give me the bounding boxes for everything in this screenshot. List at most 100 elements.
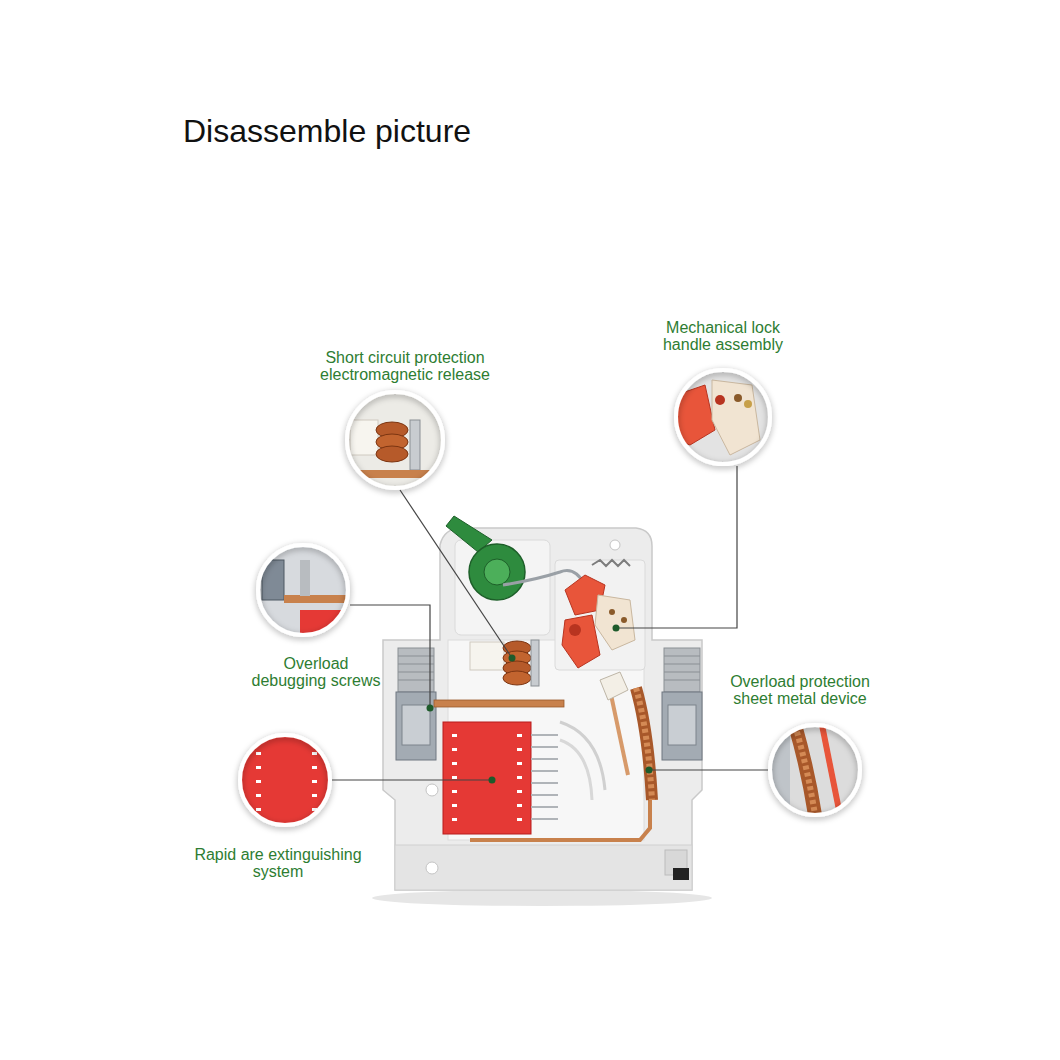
right-terminal-part bbox=[662, 692, 702, 760]
left-terminal-part bbox=[402, 705, 430, 745]
leader-line-part bbox=[350, 605, 430, 708]
operating-handle bbox=[446, 516, 585, 600]
leader-line-part bbox=[650, 769, 768, 770]
breaker-housing-part bbox=[383, 528, 702, 890]
arc-chute-part-part bbox=[531, 734, 558, 736]
callout-label: Mechanical lock handle assembly bbox=[648, 319, 798, 353]
magnetic-coil-part bbox=[531, 640, 539, 686]
leader-dot-part bbox=[613, 625, 620, 632]
callout-label: Short circuit protection electromagnetic… bbox=[310, 349, 500, 383]
leader-line-part bbox=[332, 779, 492, 780]
lock-mechanism bbox=[562, 560, 635, 700]
arc-chute-part-part bbox=[531, 794, 558, 796]
leader-dot bbox=[427, 625, 653, 784]
arc-chute-part-part bbox=[531, 770, 558, 772]
callout-magnifier-part-part bbox=[376, 446, 408, 462]
callout-magnifier-part-part bbox=[712, 380, 760, 455]
callout-magnifier-part-part-part bbox=[256, 766, 261, 769]
copper-conductor-part bbox=[434, 700, 564, 707]
lock-mechanism-part bbox=[595, 595, 635, 650]
floor-shadow bbox=[372, 890, 712, 906]
copper-braid-part bbox=[636, 688, 652, 800]
callout-magnifier-part-part bbox=[300, 560, 310, 596]
leader-line-part bbox=[400, 490, 512, 658]
breaker-housing-part bbox=[426, 784, 438, 796]
callout-magnifier-part-part-part bbox=[256, 780, 261, 783]
magnetic-coil-part bbox=[470, 642, 504, 670]
arc-chute-part-part bbox=[452, 804, 457, 807]
arc-chute-part-part bbox=[531, 782, 558, 784]
magnetic-coil-part bbox=[503, 671, 531, 685]
callout-label: Overload debugging screws bbox=[247, 655, 385, 689]
operating-handle-part bbox=[484, 559, 510, 585]
callout-magnifier-part-part bbox=[345, 390, 445, 490]
arc-chute-part bbox=[560, 722, 605, 790]
callout-magnifier-part-part-part bbox=[312, 794, 317, 797]
callout-magnifier-part-part-part bbox=[312, 766, 317, 769]
arc-chute-part-part bbox=[452, 734, 457, 737]
floor-shadow-part bbox=[372, 890, 712, 906]
arc-chute-part-part bbox=[452, 762, 457, 765]
arc-chute-part bbox=[443, 722, 531, 834]
callout-magnifier-part-part-part bbox=[312, 752, 317, 755]
arc-chute-part-part bbox=[452, 776, 457, 779]
arc-chute-part-part bbox=[531, 806, 558, 808]
left-terminal-part bbox=[398, 656, 434, 657]
callout-magnifier-part-part bbox=[715, 395, 725, 405]
lock-mechanism-part bbox=[609, 609, 615, 615]
copper-conductor bbox=[434, 690, 650, 840]
callout-magnifier-part-part bbox=[822, 725, 840, 815]
lock-mechanism-part bbox=[600, 672, 628, 700]
right-terminal bbox=[662, 648, 702, 760]
callout-magnifier-part bbox=[258, 545, 348, 635]
breaker-housing-part bbox=[426, 862, 438, 874]
callout-label: Rapid are extinguishing system bbox=[186, 846, 371, 880]
leader-line-part bbox=[618, 466, 737, 628]
callout-magnifier bbox=[240, 370, 860, 825]
arc-chute-part-part bbox=[517, 790, 522, 793]
arc-chute-part-part bbox=[517, 748, 522, 751]
breaker-housing-part bbox=[673, 868, 689, 880]
callout-magnifier-part-part bbox=[770, 725, 860, 815]
callout-magnifier-part bbox=[770, 725, 860, 815]
leader-line bbox=[332, 466, 768, 780]
callout-magnifier-part-part-part bbox=[256, 794, 261, 797]
right-terminal-part bbox=[664, 680, 700, 681]
lock-mechanism-part bbox=[562, 615, 600, 668]
lock-mechanism-part bbox=[592, 560, 630, 566]
arc-chute-part-part bbox=[517, 734, 522, 737]
callout-magnifier-part-part bbox=[410, 420, 420, 470]
copper-braid-part bbox=[636, 688, 652, 800]
right-terminal-part bbox=[664, 664, 700, 665]
arc-chute bbox=[443, 722, 605, 834]
callout-magnifier-part-part-part bbox=[256, 752, 261, 755]
callout-magnifier-part-part bbox=[795, 725, 815, 815]
lock-mechanism-part bbox=[621, 617, 627, 623]
arc-chute-part-part bbox=[452, 748, 457, 751]
callout-magnifier-part-part-part bbox=[312, 780, 317, 783]
callout-magnifier-part-part bbox=[795, 725, 815, 815]
leader-dot-part bbox=[427, 705, 434, 712]
copper-conductor-part bbox=[610, 690, 628, 775]
breaker-housing-part bbox=[455, 540, 550, 635]
callout-magnifier-part bbox=[345, 390, 445, 490]
callout-magnifier-part-part bbox=[770, 725, 790, 815]
arc-chute-part bbox=[531, 735, 558, 819]
callout-magnifier-part bbox=[240, 735, 330, 825]
callout-magnifier-part-part bbox=[350, 420, 378, 455]
arc-chute-part-part bbox=[517, 818, 522, 821]
lock-mechanism-part bbox=[569, 624, 581, 636]
left-terminal-part bbox=[398, 648, 434, 692]
page-title: Disassemble picture bbox=[183, 113, 471, 149]
callout-magnifier-part bbox=[347, 392, 443, 488]
callout-magnifier-part-part-part bbox=[256, 808, 261, 811]
callout-magnifier-part bbox=[770, 725, 860, 815]
copper-braid bbox=[636, 688, 652, 800]
leader-dot-part bbox=[509, 655, 516, 662]
callout-magnifier-part bbox=[240, 735, 330, 825]
left-terminal-part bbox=[398, 664, 434, 665]
arc-chute-part-part bbox=[531, 818, 558, 820]
arc-chute-part-part bbox=[452, 818, 457, 821]
left-terminal-part bbox=[398, 680, 434, 681]
